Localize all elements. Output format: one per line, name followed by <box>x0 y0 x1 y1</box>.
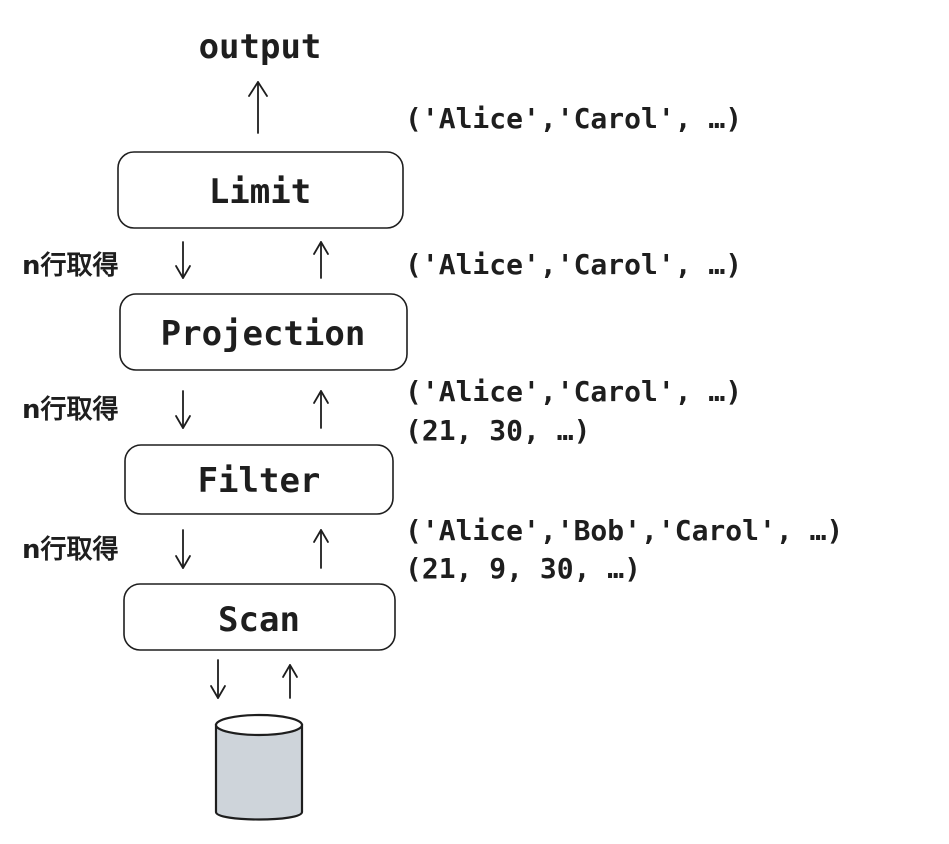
scan-output-ages: (21, 9, 30, …) <box>405 552 641 585</box>
fetch-label-filter-scan: n行取得 <box>22 534 119 565</box>
limit-operator: Limit <box>117 151 404 229</box>
scan-output-names: ('Alice','Bob','Carol', …) <box>405 514 843 547</box>
limit-label: Limit <box>209 172 311 212</box>
projection-label: Projection <box>161 314 366 354</box>
output-arrow-up-icon <box>248 81 268 134</box>
filter-output-names: ('Alice','Carol', …) <box>405 375 742 408</box>
fetch-label-limit-projection: n行取得 <box>22 250 119 281</box>
rows-up-arrow-icon <box>282 664 298 699</box>
scan-label: Scan <box>218 600 300 640</box>
scan-operator: Scan <box>123 583 396 651</box>
filter-output-ages: (21, 30, …) <box>405 414 590 447</box>
fetch-down-arrow-icon <box>175 241 191 279</box>
fetch-label-projection-filter: n行取得 <box>22 394 119 425</box>
projection-output-rows: ('Alice','Carol', …) <box>405 248 742 281</box>
rows-up-arrow-icon <box>313 529 329 569</box>
fetch-down-arrow-icon <box>175 390 191 429</box>
fetch-down-arrow-icon <box>175 529 191 569</box>
rows-up-arrow-icon <box>313 390 329 429</box>
filter-operator: Filter <box>124 444 394 515</box>
filter-label: Filter <box>198 461 321 501</box>
projection-operator: Projection <box>119 293 408 371</box>
limit-output-rows: ('Alice','Carol', …) <box>405 102 742 135</box>
rows-up-arrow-icon <box>313 241 329 279</box>
output-label: output <box>199 27 322 67</box>
fetch-down-arrow-icon <box>210 659 226 699</box>
database-cylinder-icon <box>214 713 304 821</box>
